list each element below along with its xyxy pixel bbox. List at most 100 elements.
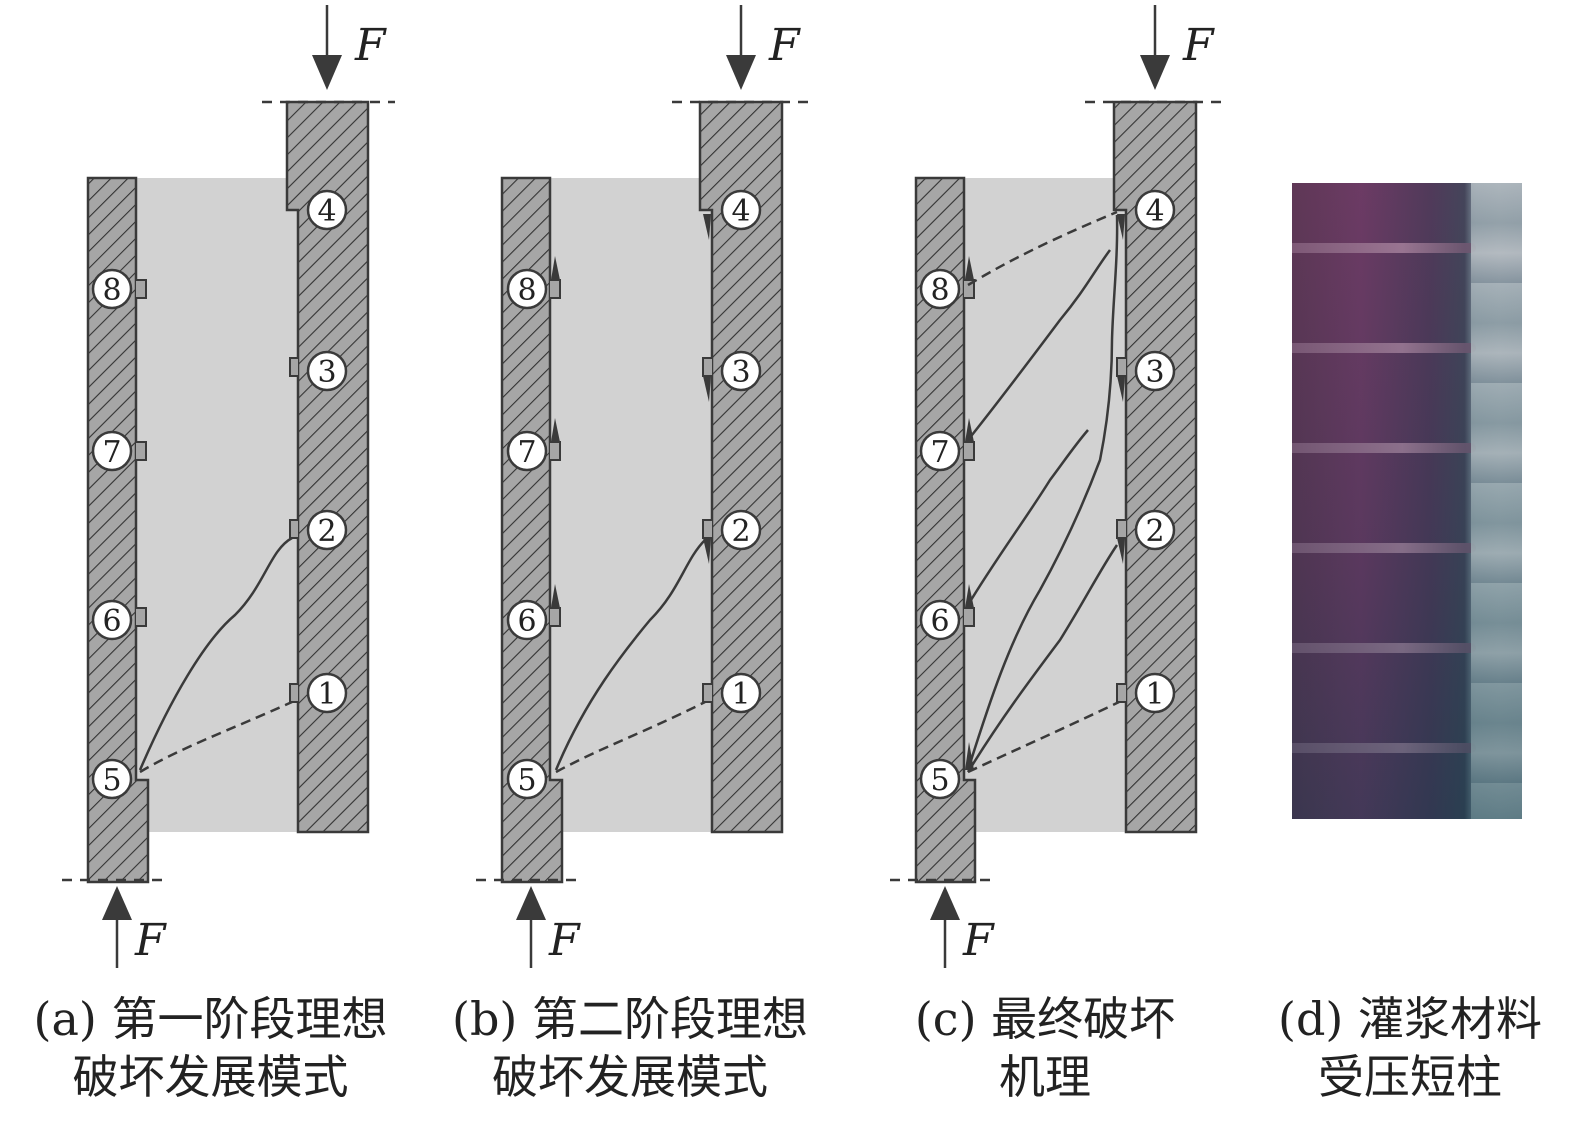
force-label-bottom: F	[134, 915, 167, 966]
crack-solid	[966, 214, 1119, 771]
wedge-crack	[703, 376, 711, 402]
shear-key	[964, 607, 975, 627]
node-circle-1: 1	[306, 672, 348, 714]
caption-c-line2: 机理	[999, 1050, 1091, 1104]
node-circle-7: 7	[919, 430, 961, 472]
caption-c: (c) 最终破坏 机理	[880, 990, 1210, 1106]
shear-key	[702, 519, 712, 539]
node-circle-7: 7	[506, 430, 548, 472]
node-circle-4: 4	[1134, 189, 1176, 231]
node-number: 6	[930, 604, 949, 639]
caption-b-line1: (b) 第二阶段理想	[452, 992, 808, 1046]
node-number: 4	[317, 194, 336, 229]
node-circle-3: 3	[720, 350, 762, 392]
left-outer-tube	[914, 176, 977, 884]
right-inner-tube	[285, 100, 370, 834]
shear-key	[1116, 357, 1126, 377]
caption-d: (d) 灌浆材料 受压短柱	[1250, 990, 1570, 1106]
node-circle-6: 6	[91, 599, 133, 641]
crack-dashed	[139, 700, 293, 774]
crack-dashed	[555, 700, 706, 774]
wedge-crack	[965, 742, 974, 770]
caption-a-line1: (a) 第一阶段理想	[33, 992, 388, 1046]
node-circle-5: 5	[506, 758, 548, 800]
shear-key	[702, 357, 712, 377]
shear-key	[550, 279, 561, 299]
node-circle-8: 8	[91, 268, 133, 310]
left-outer-tube	[86, 176, 150, 884]
force-label-top: F	[1182, 20, 1215, 71]
wedge-crack	[703, 538, 711, 564]
wedge-crack	[1117, 214, 1125, 240]
grout-core	[964, 178, 1126, 832]
crack-dashed	[967, 210, 1118, 287]
shear-key	[1116, 683, 1126, 703]
shear-key	[964, 441, 975, 461]
shear-key	[289, 683, 298, 703]
caption-a-line2: 破坏发展模式	[72, 1050, 349, 1104]
node-number: 6	[517, 604, 536, 639]
node-number: 8	[930, 273, 949, 308]
wedge-crack	[551, 418, 560, 442]
wedge-crack	[1117, 376, 1125, 402]
wedge-crack	[965, 256, 974, 280]
node-circle-2: 2	[1134, 509, 1176, 551]
node-number: 4	[731, 194, 750, 229]
node-circle-5: 5	[919, 758, 961, 800]
caption-a: (a) 第一阶段理想 破坏发展模式	[8, 990, 413, 1106]
node-circle-3: 3	[1134, 350, 1176, 392]
diagram-b	[476, 5, 808, 968]
node-circle-8: 8	[919, 268, 961, 310]
force-label-top: F	[354, 20, 387, 71]
diagram-a	[62, 5, 395, 968]
arrowhead	[516, 886, 546, 920]
node-number: 5	[930, 763, 949, 798]
arrowhead	[1140, 55, 1170, 90]
node-number: 6	[102, 604, 121, 639]
caption-d-line2: 受压短柱	[1318, 1050, 1502, 1104]
wedge-crack	[1117, 538, 1125, 564]
force-label-bottom: F	[548, 915, 581, 966]
node-circle-4: 4	[306, 189, 348, 231]
force-label-top: F	[768, 20, 801, 71]
node-number: 8	[102, 273, 121, 308]
node-circle-2: 2	[306, 509, 348, 551]
caption-d-line1: (d) 灌浆材料	[1278, 992, 1542, 1046]
node-number: 7	[517, 435, 536, 470]
shear-key	[136, 441, 147, 461]
shear-key	[136, 279, 147, 299]
shear-key	[550, 441, 561, 461]
node-circle-1: 1	[1134, 672, 1176, 714]
node-circle-6: 6	[506, 599, 548, 641]
node-circle-2: 2	[720, 509, 762, 551]
node-number: 2	[317, 514, 336, 549]
grout-column-photo	[1292, 183, 1522, 819]
crack-solid	[966, 544, 1119, 773]
left-outer-tube	[500, 176, 564, 884]
node-circle-5: 5	[91, 758, 133, 800]
arrowhead	[312, 55, 342, 90]
node-number: 1	[1145, 677, 1164, 712]
node-circle-6: 6	[919, 599, 961, 641]
caption-b: (b) 第二阶段理想 破坏发展模式	[425, 990, 835, 1106]
arrowhead	[726, 55, 756, 90]
node-circle-3: 3	[306, 350, 348, 392]
node-number: 1	[731, 677, 750, 712]
caption-c-line1: (c) 最终破坏	[914, 992, 1176, 1046]
shear-key	[550, 607, 561, 627]
crack-solid	[554, 539, 706, 771]
node-number: 3	[1145, 355, 1164, 390]
crack-solid	[138, 536, 293, 771]
node-number: 1	[317, 677, 336, 712]
node-circle-8: 8	[506, 268, 548, 310]
arrowhead	[930, 886, 960, 920]
crack-dashed	[967, 700, 1120, 774]
grout-core	[550, 178, 712, 832]
shear-key	[1116, 519, 1126, 539]
node-number: 4	[1145, 194, 1164, 229]
crack-solid	[967, 249, 1112, 441]
node-number: 8	[517, 273, 536, 308]
shear-key	[289, 357, 298, 377]
